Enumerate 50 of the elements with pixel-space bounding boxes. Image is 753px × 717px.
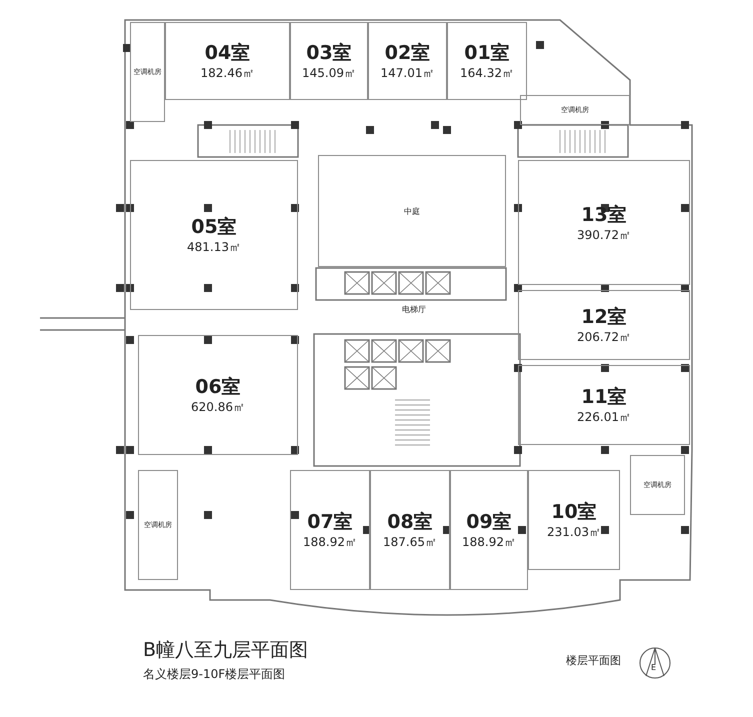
office-room bbox=[450, 470, 528, 590]
room-area: 164.32㎡ bbox=[460, 65, 514, 81]
room-number: 13室 bbox=[581, 202, 627, 226]
room-area: 188.92㎡ bbox=[462, 534, 516, 550]
room-number: 03室 bbox=[306, 41, 352, 65]
office-room bbox=[518, 290, 690, 360]
room-area: 481.13㎡ bbox=[187, 239, 241, 255]
room-area: 231.03㎡ bbox=[547, 524, 601, 540]
office-room bbox=[370, 470, 450, 590]
office-room bbox=[518, 365, 690, 445]
room bbox=[318, 155, 506, 267]
room-area: 206.72㎡ bbox=[577, 329, 631, 345]
office-room bbox=[290, 470, 370, 590]
room-area: 147.01㎡ bbox=[380, 65, 434, 81]
office-room bbox=[368, 22, 447, 100]
room-number: 02室 bbox=[384, 41, 430, 65]
room-area: 187.65㎡ bbox=[383, 534, 437, 550]
room-number: 04室 bbox=[204, 41, 250, 65]
office-room bbox=[447, 22, 527, 100]
office-room bbox=[290, 22, 368, 100]
room-number: 01室 bbox=[464, 41, 510, 65]
room-label: 中庭 bbox=[404, 206, 420, 216]
office-room bbox=[528, 470, 620, 570]
office-room bbox=[138, 335, 298, 455]
room-number: 05室 bbox=[191, 215, 237, 239]
room-area: 390.72㎡ bbox=[577, 226, 631, 242]
room bbox=[520, 95, 630, 125]
room-number: 08室 bbox=[387, 510, 433, 534]
room-number: 12室 bbox=[581, 305, 627, 329]
compass-letter: E bbox=[651, 664, 656, 673]
room bbox=[138, 470, 178, 580]
plan-caption: 名义楼层9-10F楼层平面图 bbox=[143, 668, 286, 682]
room-area: 620.86㎡ bbox=[191, 399, 245, 415]
room-number: 07室 bbox=[307, 510, 353, 534]
office-room bbox=[518, 160, 690, 285]
room-area: 145.09㎡ bbox=[302, 65, 356, 81]
room bbox=[630, 455, 685, 515]
room-number: 09室 bbox=[466, 510, 512, 534]
room-area: 182.46㎡ bbox=[200, 65, 254, 81]
legend-text: 楼层平面图 bbox=[566, 655, 621, 668]
room-number: 10室 bbox=[551, 500, 597, 524]
office-room bbox=[130, 160, 298, 310]
plan-title: B幢八至九层平面图 bbox=[143, 640, 308, 661]
area-label: 电梯厅 bbox=[402, 306, 426, 315]
room-area: 226.01㎡ bbox=[577, 409, 631, 425]
room-number: 06室 bbox=[195, 375, 241, 399]
room-area: 188.92㎡ bbox=[303, 534, 357, 550]
room-number: 11室 bbox=[581, 385, 627, 409]
room bbox=[130, 22, 165, 122]
office-room bbox=[165, 22, 290, 100]
